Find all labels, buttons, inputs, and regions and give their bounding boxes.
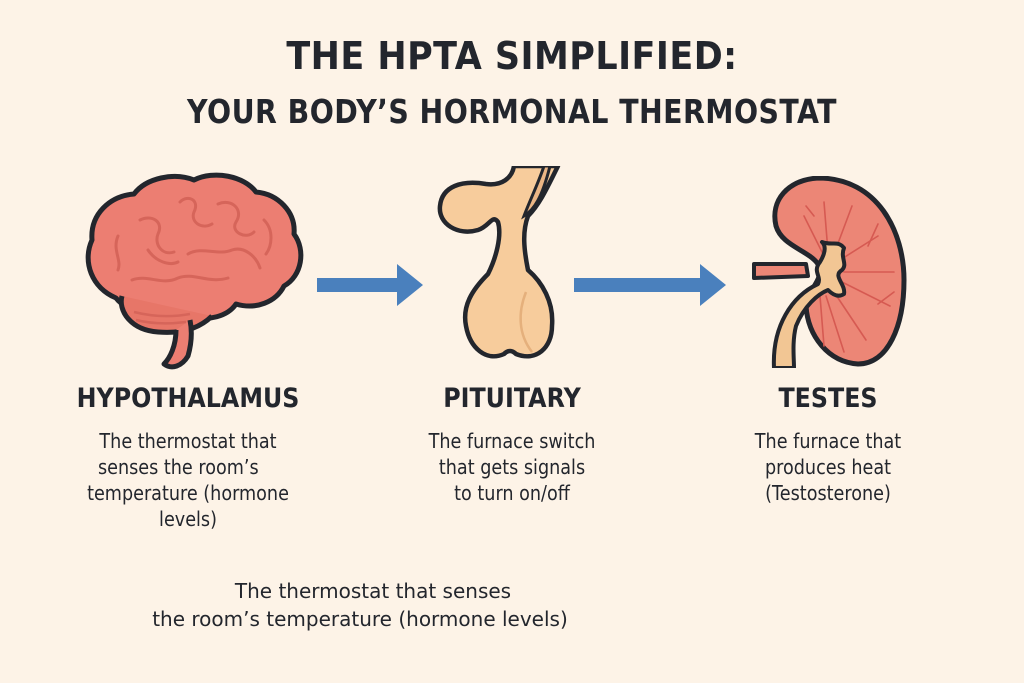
- footer-caption: The thermostat that senses the room’s te…: [152, 579, 568, 631]
- arrow-right-icon: [317, 264, 423, 306]
- pituitary-gland-icon: [437, 166, 561, 359]
- testes-description: The furnace that produces heat (Testoste…: [754, 429, 902, 505]
- pituitary-description: The furnace switch that gets signals to …: [428, 429, 596, 505]
- page-subtitle: YOUR BODY’S HORMONAL THERMOSTAT: [187, 92, 837, 131]
- arrow-right-icon: [574, 264, 726, 306]
- page-title: THE HPTA SIMPLIFIED:: [286, 34, 738, 78]
- testes-label: TESTES: [778, 383, 878, 414]
- pituitary-label: PITUITARY: [443, 383, 581, 414]
- hypothalamus-label: HYPOTHALAMUS: [76, 383, 300, 414]
- hypothalamus-description: The thermostat that senses the room’s te…: [87, 429, 289, 531]
- testes-icon: [752, 176, 907, 368]
- brain-icon: [85, 172, 304, 370]
